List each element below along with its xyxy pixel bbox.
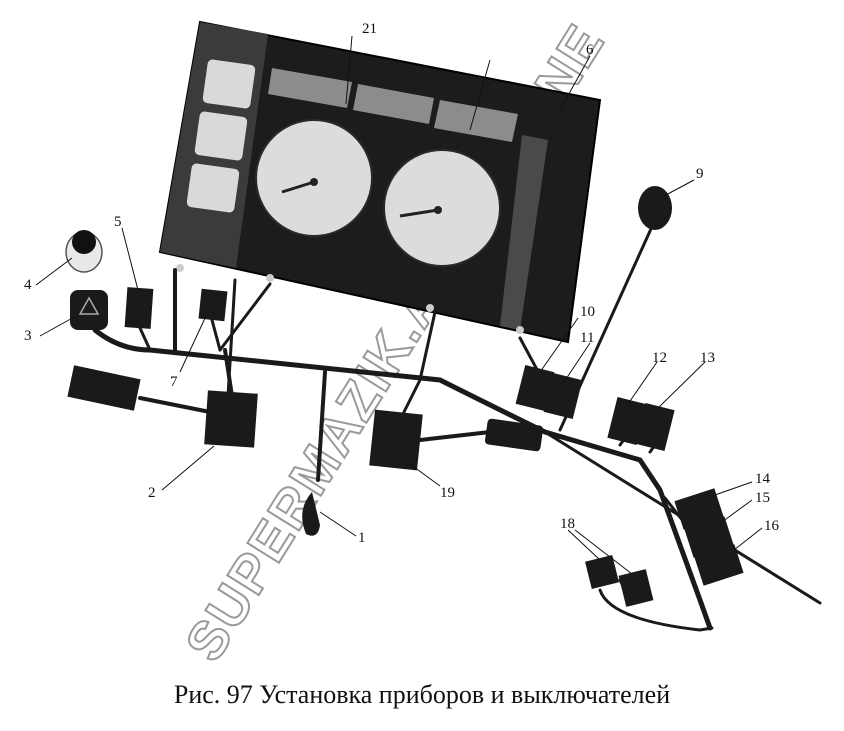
switch-15: [684, 516, 734, 558]
label-12: 12: [652, 350, 667, 366]
label-11: 11: [580, 330, 594, 346]
sensor-1: [302, 492, 320, 536]
switch-14: [674, 488, 724, 530]
wiring-harness: [92, 218, 822, 632]
label-2: 2: [148, 485, 156, 501]
switch-13: [635, 402, 675, 452]
hazard-switch-3: [70, 290, 108, 330]
relay-2: [204, 390, 258, 448]
label-16: 16: [764, 518, 780, 534]
switch-16: [694, 544, 744, 586]
label-13: 13: [700, 350, 715, 366]
connector-plug: [67, 365, 141, 411]
warning-lamp-9: [638, 186, 672, 230]
label-18: 18: [560, 516, 575, 532]
label-1: 1: [358, 530, 366, 546]
leader-lines: [35, 35, 763, 575]
indicator-strip: [268, 68, 352, 108]
label-10: 10: [580, 304, 595, 320]
switch-5: [124, 287, 154, 329]
figure-caption: Рис. 97 Установка приборов и выключателе…: [173, 680, 671, 709]
switch-7: [198, 288, 228, 322]
label-6: 6: [586, 42, 594, 58]
label-14: 14: [755, 471, 771, 487]
indicator-block: [186, 163, 240, 213]
switch-10: [515, 364, 555, 412]
tachometer-gauge: [383, 149, 501, 267]
relay-19: [369, 409, 423, 471]
label-19: 19: [440, 485, 455, 501]
label-7: 7: [170, 374, 178, 390]
inline-connector: [484, 418, 544, 452]
label-5: 5: [114, 214, 122, 230]
indicator-block: [202, 59, 256, 109]
switch-11: [543, 372, 583, 420]
label-9: 9: [696, 166, 704, 182]
switch-18b: [618, 569, 654, 607]
indicator-strip: [353, 84, 434, 124]
switch-4: [65, 230, 103, 273]
speedometer-gauge: [255, 119, 373, 237]
instrument-panel: [158, 20, 602, 344]
indicator-strip: [434, 100, 518, 142]
callout-numbers: 21 6 9 5 4 3 7 10 11 12 13 14 15 16 18 1…: [24, 21, 780, 546]
label-3: 3: [24, 328, 32, 344]
label-20: 21: [362, 21, 377, 37]
label-15: 15: [755, 490, 770, 506]
label-4: 4: [24, 277, 32, 293]
switch-12: [607, 396, 647, 446]
indicator-block: [194, 111, 248, 161]
switch-18a: [585, 555, 619, 589]
